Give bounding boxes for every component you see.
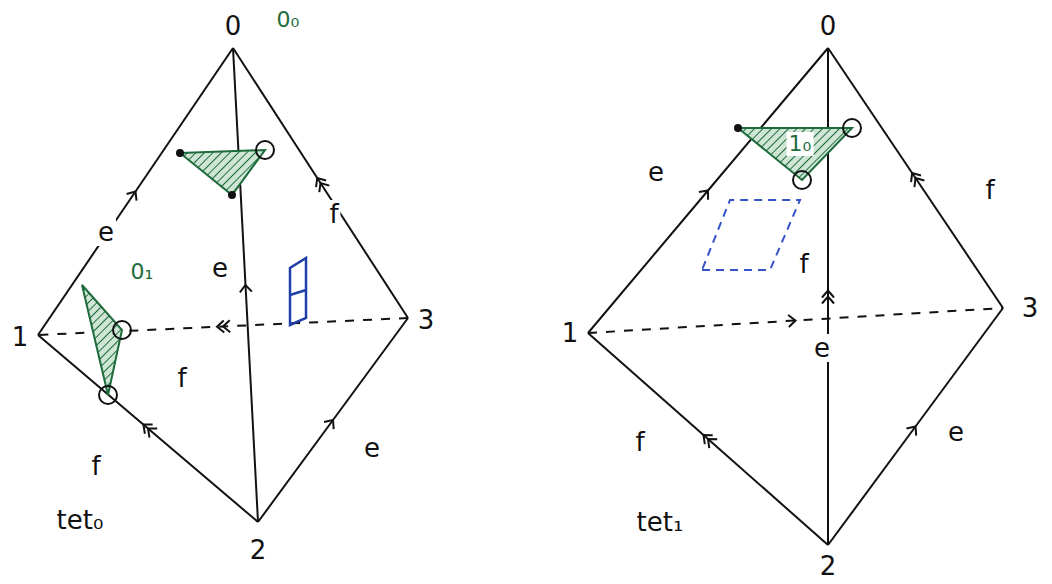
vertex-label: 3 <box>1020 294 1041 322</box>
edge-label: e <box>646 158 666 186</box>
link-label: 0₀ <box>275 8 302 32</box>
edge-line <box>38 48 233 335</box>
vertex-circles <box>99 119 861 404</box>
dot <box>734 124 742 132</box>
edge-line <box>38 335 258 522</box>
circle-mark <box>113 321 131 339</box>
tetrahedron-name: tet₀ <box>55 506 106 534</box>
blue-sketch <box>290 258 306 325</box>
edge-line <box>588 48 828 333</box>
edge-line <box>258 318 408 522</box>
edge-line <box>588 308 1003 333</box>
circle-mark <box>843 119 861 137</box>
edge-label: e <box>96 218 116 246</box>
blue-dashed-quad <box>702 200 800 270</box>
tetrahedron-name: tet₁ <box>635 508 686 536</box>
circle-mark <box>256 141 274 159</box>
edge-label: f <box>89 452 102 480</box>
edge-label: f <box>327 200 340 228</box>
edge-label: f <box>175 364 188 392</box>
link-triangle <box>738 128 852 180</box>
vertex-label: 0 <box>223 12 244 40</box>
edge-label: e <box>812 334 832 362</box>
edge-label: e <box>946 418 966 446</box>
edge-line <box>827 48 829 545</box>
edge-line <box>233 48 408 318</box>
vertex-dots <box>176 124 742 199</box>
vertex-label: 1 <box>10 323 31 351</box>
vertex-label: 0 <box>818 12 839 40</box>
dot <box>228 191 236 199</box>
dot <box>176 149 184 157</box>
edge-label: f <box>797 250 810 278</box>
edge-line <box>828 308 1003 545</box>
edge-label: f <box>983 176 996 204</box>
edge-label: f <box>633 428 646 456</box>
vertex-links <box>82 128 852 395</box>
link-triangle <box>82 285 122 395</box>
edge-label: e <box>362 434 382 462</box>
edge-line <box>588 333 828 545</box>
vertex-label: 3 <box>416 306 437 334</box>
circle-mark <box>793 171 811 189</box>
link-label: 1₀ <box>787 132 814 156</box>
edge-line <box>233 48 258 522</box>
tet1-edges <box>588 48 1003 545</box>
vertex-label: 1 <box>560 319 581 347</box>
circle-mark <box>99 386 117 404</box>
tet0-edges <box>38 48 408 522</box>
vertex-label: 2 <box>818 552 839 580</box>
vertex-label: 2 <box>248 536 269 564</box>
edge-label: e <box>210 254 230 282</box>
edge-line <box>828 48 1003 308</box>
link-triangle <box>180 150 265 195</box>
link-label: 0₁ <box>129 260 156 284</box>
